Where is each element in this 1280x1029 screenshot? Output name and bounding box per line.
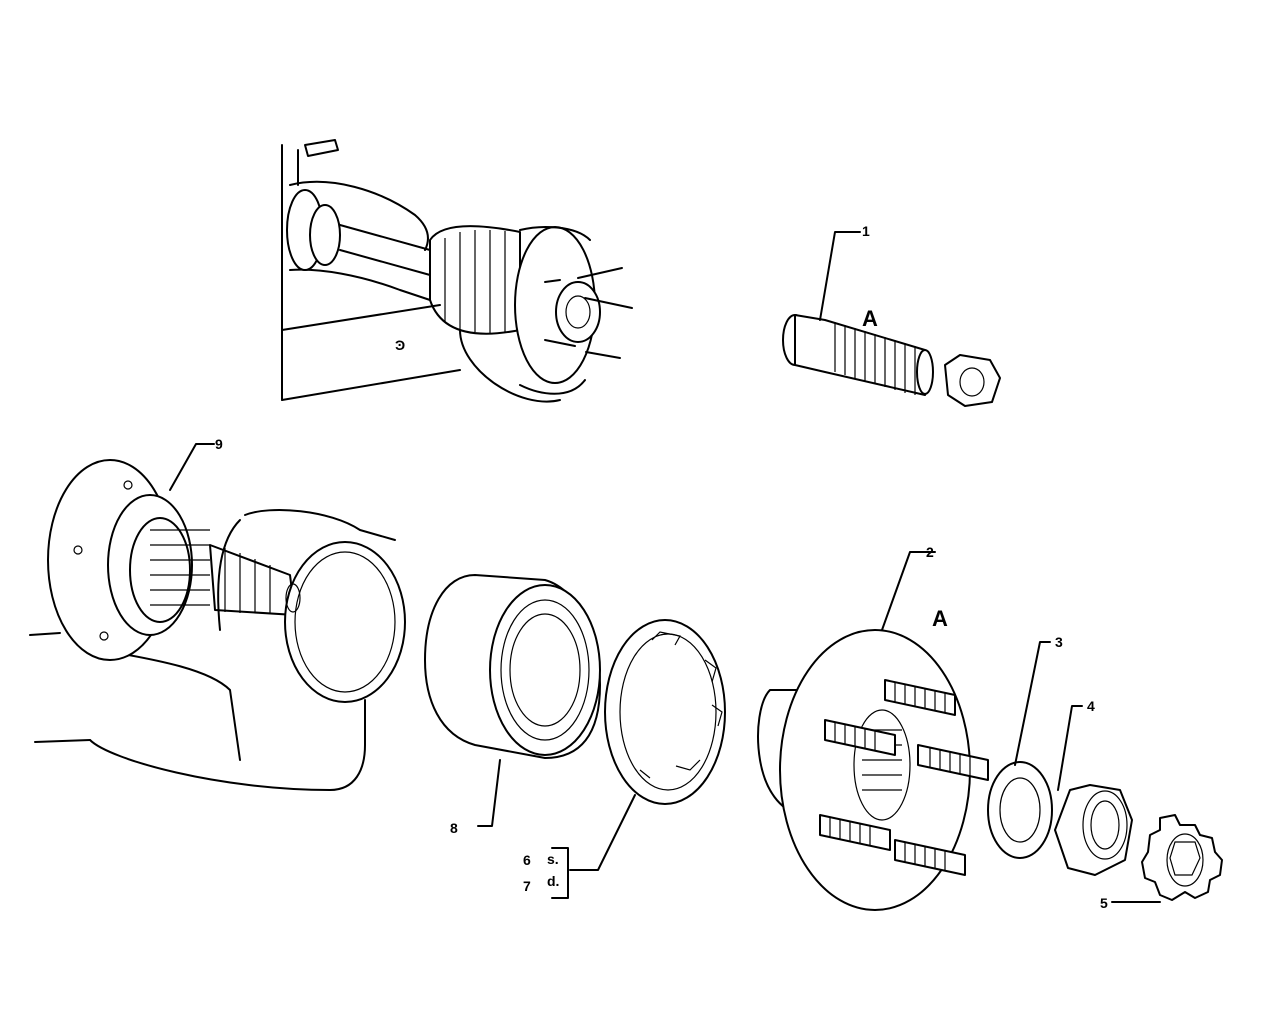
leader-2 — [881, 551, 936, 631]
callout-3: 3 — [1055, 634, 1063, 650]
leader-9 — [169, 443, 215, 491]
callout-4: 4 — [1087, 698, 1095, 714]
leader-4 — [1057, 705, 1083, 791]
callout-5: 5 — [1100, 895, 1108, 911]
bearing-housing-and-axle — [29, 459, 406, 791]
marker-a-stud: A — [862, 306, 878, 331]
marker-a-hub: A — [932, 606, 948, 631]
callout-6: 6 — [523, 852, 531, 868]
washer — [987, 761, 1053, 859]
callout-9: 9 — [215, 436, 223, 452]
castellated-retainer — [1141, 814, 1223, 901]
bracket-6-7 — [551, 847, 569, 899]
callout-8: 8 — [450, 820, 458, 836]
leader-6-7 — [569, 794, 636, 871]
leader-3 — [1014, 641, 1051, 766]
wheel-bearing — [424, 574, 601, 759]
inset-axle-assembly: Ͽ — [281, 139, 633, 403]
leader-1 — [819, 231, 861, 321]
hub-nut — [1054, 784, 1133, 876]
side-label-s: s. — [547, 851, 559, 867]
leader-8 — [477, 759, 501, 827]
callout-2: 2 — [926, 544, 934, 560]
wheel-hub — [757, 629, 989, 911]
leader-lines — [169, 231, 1161, 903]
wheel-stud-and-nut — [782, 314, 1001, 407]
callout-1: 1 — [862, 223, 870, 239]
svg-text:Ͽ: Ͽ — [395, 337, 405, 353]
retaining-ring — [604, 619, 726, 805]
callout-7: 7 — [523, 878, 531, 894]
side-label-d: d. — [547, 873, 559, 889]
